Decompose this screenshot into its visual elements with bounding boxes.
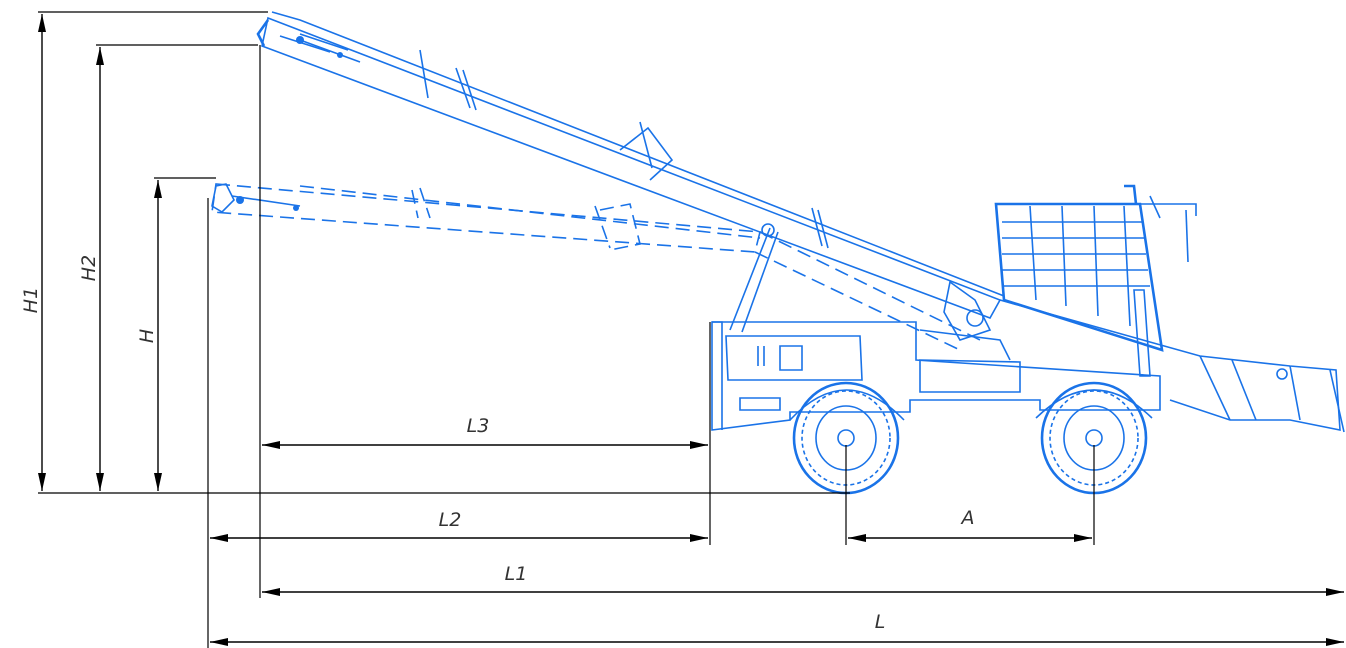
dimension-l: L xyxy=(210,611,1344,646)
label-l3: L3 xyxy=(467,415,490,437)
label-l2: L2 xyxy=(439,509,462,531)
dimension-l3: L3 xyxy=(262,415,708,449)
machine-drawing xyxy=(211,11,1345,495)
operator-cabin xyxy=(994,184,1197,352)
dimension-l2: L2 xyxy=(210,509,708,542)
dimension-l1: L1 xyxy=(262,563,1344,596)
dimension-h: H xyxy=(136,180,162,491)
label-a: A xyxy=(960,507,975,529)
dimension-a: A xyxy=(848,507,1092,542)
label-l: L xyxy=(875,611,886,633)
label-h: H xyxy=(136,329,158,343)
rear-conveyor xyxy=(999,289,1345,433)
raised-boom xyxy=(256,11,1005,341)
label-h2: H2 xyxy=(78,255,100,281)
dimension-h2: H2 xyxy=(78,47,104,491)
dimension-h1: H1 xyxy=(20,14,46,491)
label-h1: H1 xyxy=(20,287,42,313)
front-wheel xyxy=(789,381,905,495)
label-l1: L1 xyxy=(505,563,528,585)
lowered-boom xyxy=(211,183,981,351)
